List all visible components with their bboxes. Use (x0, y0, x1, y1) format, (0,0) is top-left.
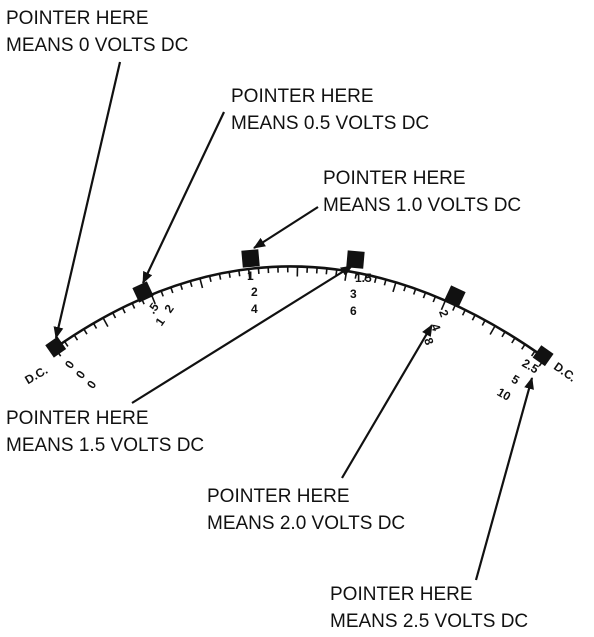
scale-tick (511, 337, 516, 344)
callout-arrow-0.5 (142, 111, 225, 284)
callout-line-1: POINTER HERE (330, 584, 473, 605)
scale-tick (501, 331, 506, 338)
callout-2.0-volts: POINTER HERE MEANS 2.0 VOLTS DC (207, 486, 405, 534)
scale-arc (54, 265, 546, 360)
callout-arrow-1.5 (131, 265, 353, 404)
scale-tick (238, 270, 241, 277)
scale-tick (373, 276, 377, 284)
scale-mark-top: 2 (436, 308, 452, 319)
callout-line-2: MEANS 0 VOLTS DC (6, 35, 188, 56)
scale-end-label-left: D.C. (22, 363, 50, 387)
scale-mark-bottom: 2 (162, 302, 177, 316)
scale-tick (344, 270, 348, 281)
scale-tick (73, 334, 79, 341)
scale-tick (179, 283, 184, 290)
scale-mark-top: 1.5 (355, 271, 372, 285)
scale-tick (218, 273, 222, 280)
scale-tick-marks (54, 266, 546, 367)
callout-line-2: MEANS 2.5 VOLTS DC (330, 611, 528, 632)
scale-tick (530, 350, 536, 357)
callout-0-volts: POINTER HERE MEANS 0 VOLTS DC (6, 8, 188, 56)
callout-1.0-volts: POINTER HERE MEANS 1.0 VOLTS DC (323, 168, 521, 216)
scale-tick (364, 274, 368, 281)
scale-mark-bottom: 8 (421, 336, 437, 347)
scale-tick (83, 328, 88, 335)
scale-tick (422, 292, 427, 299)
scale-tick (257, 267, 260, 274)
scale-zero-mark: 0 (84, 378, 99, 392)
scale-tick (92, 322, 98, 329)
callout-line-2: MEANS 1.5 VOLTS DC (6, 435, 204, 456)
scale-tick (481, 319, 486, 326)
scale-tick (489, 325, 496, 335)
scale-tick (354, 272, 358, 279)
scale-tick (383, 279, 387, 286)
scale-mark-top: 1 (247, 269, 254, 283)
pointer-position-1.5 (346, 250, 365, 269)
callout-line-1: POINTER HERE (6, 8, 149, 29)
callout-2.5-volts: POINTER HERE MEANS 2.5 VOLTS DC (330, 584, 528, 632)
scale-tick (199, 278, 204, 289)
callout-line-1: POINTER HERE (231, 86, 374, 107)
callout-0.5-volts: POINTER HERE MEANS 0.5 VOLTS DC (231, 86, 429, 134)
scale-tick (111, 312, 117, 319)
scale-tick (432, 296, 437, 303)
callout-line-2: MEANS 1.0 VOLTS DC (323, 195, 521, 216)
scale-mark-mid: 4 (428, 322, 444, 333)
scale-tick (335, 269, 338, 276)
scale-tick (521, 343, 526, 350)
callout-line-1: POINTER HERE (6, 408, 149, 429)
scale-mark-bottom: 10 (495, 385, 514, 404)
callout-arrow-2.5 (474, 377, 534, 581)
scale-mark-mid: 2 (251, 285, 258, 299)
scale-tick (228, 271, 231, 278)
pointer-position-2.5 (532, 345, 554, 367)
scale-tick (208, 275, 212, 282)
pointer-position-2.0 (444, 285, 466, 307)
scale-mark-top: .5 (145, 300, 162, 316)
scale-tick (440, 300, 447, 311)
scale-tick (63, 340, 69, 347)
scale-tick (189, 280, 193, 288)
scale-tick (412, 288, 417, 295)
scale-tick (247, 268, 251, 279)
pointer-position-1.0 (241, 249, 260, 268)
scale-mark-bottom: 4 (251, 302, 258, 316)
scale-mark-bottom: 6 (350, 304, 357, 318)
callout-line-1: POINTER HERE (207, 486, 350, 507)
scale-end-label-right: D.C. (551, 359, 579, 384)
scale-mark-mid: 5 (509, 372, 522, 388)
scale-tick (403, 285, 407, 292)
scale-tick (160, 290, 164, 297)
scale-mark-mid: 1 (153, 315, 168, 329)
scale-tick (170, 287, 174, 294)
scale-tick (471, 314, 476, 321)
pointer-position-0 (45, 336, 67, 358)
callout-1.5-volts: POINTER HERE MEANS 1.5 VOLTS DC (6, 408, 204, 456)
callout-line-2: MEANS 0.5 VOLTS DC (231, 113, 429, 134)
scale-tick (102, 317, 109, 327)
scale-tick (461, 309, 467, 316)
scale-tick (392, 282, 397, 293)
callout-arrow-1.0 (253, 206, 319, 249)
scale-mark-mid: 3 (350, 287, 357, 301)
callout-line-1: POINTER HERE (323, 168, 466, 189)
scale-tick (121, 307, 126, 314)
scale-tick (452, 304, 457, 311)
callout-arrow-2.0 (341, 324, 433, 479)
scale-tick (325, 268, 328, 275)
pointer-position-0.5 (132, 281, 154, 303)
callout-arrow-0 (53, 61, 122, 339)
scale-tick (131, 302, 136, 309)
callout-line-2: MEANS 2.0 VOLTS DC (207, 513, 405, 534)
